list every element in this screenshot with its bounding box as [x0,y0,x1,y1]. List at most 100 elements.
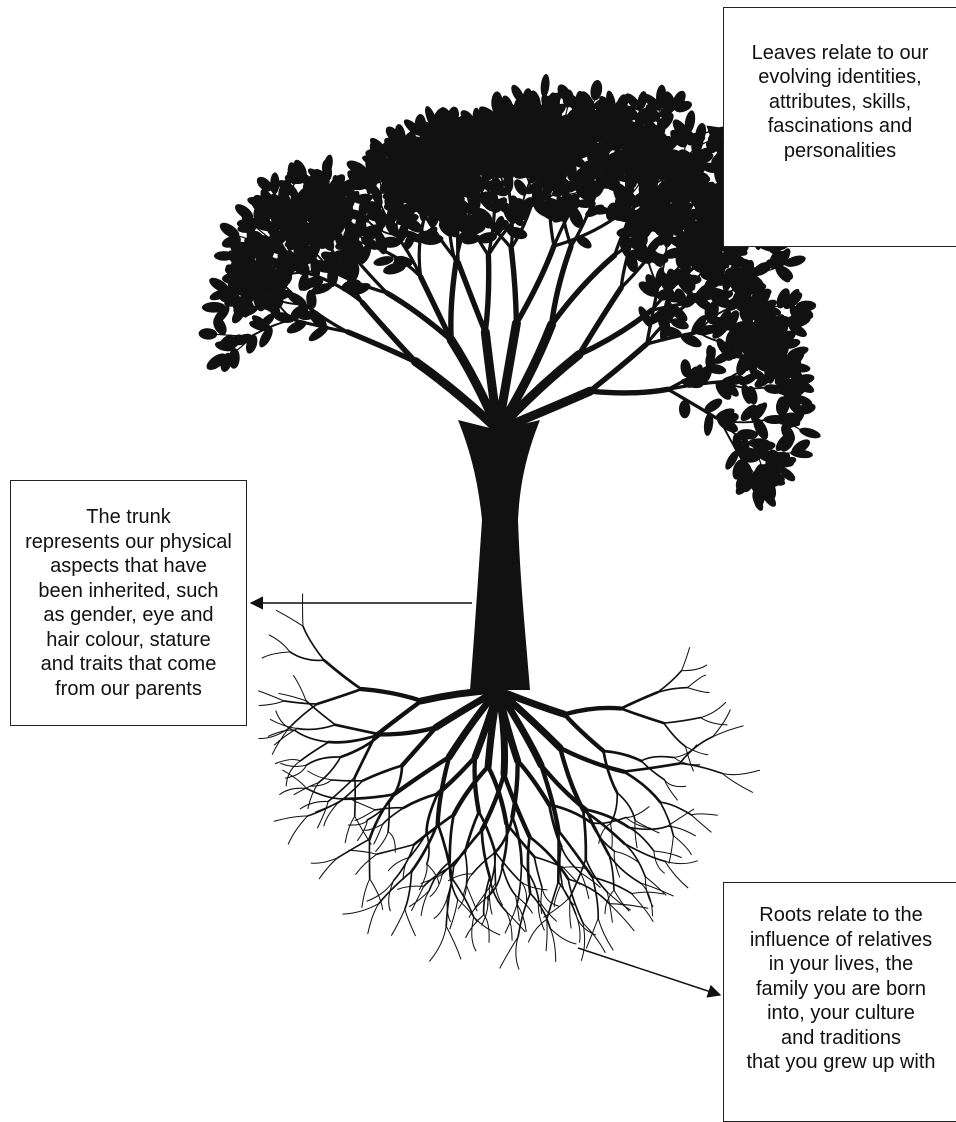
roots-line: in your lives, the [747,952,936,977]
root [430,926,447,961]
root [362,879,370,908]
trunk-line: been inherited, such [25,579,232,604]
roots-arrow [578,948,720,995]
root [680,737,713,764]
trunk-callout: The trunk represents our physical aspect… [10,480,247,726]
root [376,832,388,852]
root [660,802,673,835]
root [701,702,726,717]
root [363,766,402,781]
roots-line: into, your culture [747,1001,936,1026]
leaf [198,328,217,340]
root [303,626,324,660]
root [335,725,380,735]
branch [362,303,415,362]
root [641,757,674,761]
leaf [462,218,484,229]
tree-trunk [458,420,540,690]
roots-line: influence of relatives [747,928,936,953]
trunk-line: aspects that have [25,554,232,579]
root [688,688,710,693]
root [296,731,329,742]
root [288,816,307,844]
root [664,723,686,746]
root [259,691,285,701]
root [723,774,753,793]
root [692,814,718,815]
branch [511,248,516,323]
root [300,801,328,808]
root [450,814,454,862]
root [680,763,723,773]
root [611,824,613,849]
root [664,780,677,800]
root [529,919,547,942]
root [495,852,519,880]
root [331,780,362,781]
branch [590,344,647,391]
root [654,851,665,873]
trunk-line: The trunk [25,505,232,530]
roots-line: and traditions [747,1026,936,1051]
roots-callout-text: Roots relate to the influence of relativ… [747,903,936,1075]
root [268,730,295,736]
root [465,852,467,885]
root [344,794,394,799]
trunk-line: as gender, eye and [25,603,232,628]
root [502,867,515,896]
root [495,817,513,853]
root [306,701,335,725]
roots-line: Roots relate to the [747,903,936,928]
root [392,909,405,935]
root [673,836,691,855]
branch [458,262,485,332]
root [324,660,361,689]
leaf [798,426,822,441]
root [297,725,335,730]
root [565,708,622,714]
leaves-line: personalities [752,139,929,164]
branch [590,389,668,393]
root [319,757,341,783]
root [276,610,303,626]
root [356,854,377,874]
root [502,824,507,867]
root [472,917,476,951]
root [621,692,658,708]
root [565,714,604,751]
root [534,857,542,887]
leaves-line: attributes, skills, [752,90,929,115]
root [275,759,300,763]
leaves-line: evolving identities, [752,65,929,90]
root [341,735,381,758]
leaves-callout: Leaves relate to our evolving identities… [723,7,956,247]
root [466,885,477,911]
root [528,837,530,894]
leaves-line: Leaves relate to our [752,41,929,66]
root [669,836,673,864]
roots-line: that you grew up with [747,1050,936,1075]
trunk-line: and traits that come [25,652,232,677]
root [284,701,317,704]
root [349,850,377,854]
root [664,718,701,724]
leaves-callout-text: Leaves relate to our evolving identities… [752,41,929,164]
root [621,709,664,724]
root [607,892,630,910]
root [624,772,660,803]
root [269,635,290,652]
trunk-callout-text: The trunk represents our physical aspect… [25,505,232,701]
root [274,816,307,821]
root [495,853,496,883]
root [355,810,375,821]
root [645,877,653,907]
root [626,807,649,818]
root [405,909,416,936]
trunk-line: represents our physical [25,530,232,555]
root [609,904,634,931]
root [692,815,712,832]
root [259,701,284,706]
root [667,809,693,826]
leaf [249,235,272,244]
leaf [540,74,551,98]
